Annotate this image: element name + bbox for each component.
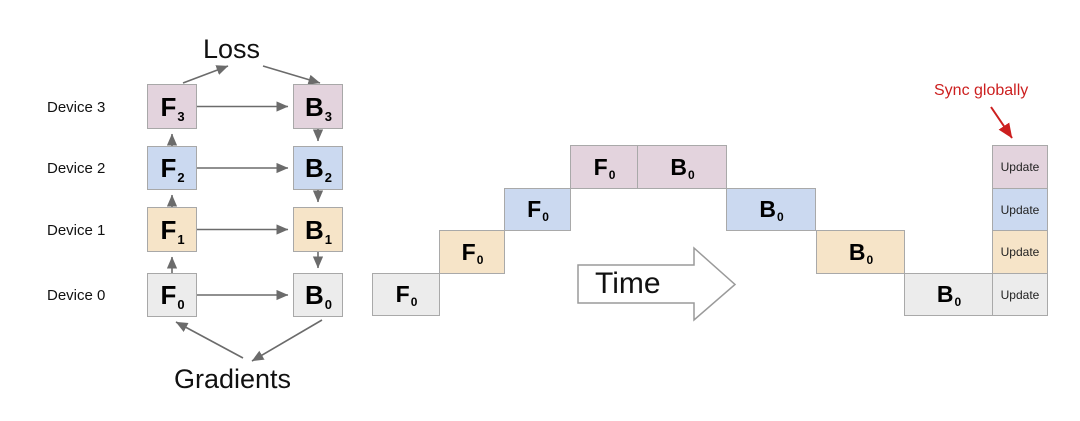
timeline-forward-device3-label: F0 <box>593 153 616 182</box>
timeline-update-device2[interactable]: Update <box>992 188 1048 231</box>
timeline-backward-device2[interactable]: B0 <box>726 188 816 231</box>
graph-node-f0-label: F0 <box>160 280 185 312</box>
timeline-backward-device3[interactable]: B0 <box>637 145 727 189</box>
graph-node-b1-label: B1 <box>304 214 332 247</box>
timeline-forward-device1-label: F0 <box>461 238 484 267</box>
device-label-3: Device 3 <box>47 99 106 116</box>
device-label-2: Device 2 <box>47 160 106 177</box>
graph-node-b2[interactable]: B2 <box>293 146 343 190</box>
graph-node-f3-label: F3 <box>160 91 185 124</box>
timeline-forward-device2-label: F0 <box>527 196 549 224</box>
timeline-forward-device0-label: F0 <box>395 281 418 309</box>
time-arrow-shape <box>577 246 737 322</box>
timeline-backward-device0[interactable]: B0 <box>904 273 993 316</box>
graph-node-f3[interactable]: F3 <box>147 84 197 129</box>
graph-node-b2-label: B2 <box>304 153 332 185</box>
timeline-backward-device2-label: B0 <box>759 196 784 224</box>
graph-node-b0-label: B0 <box>304 280 332 312</box>
timeline-update-device1-label: Update <box>1000 245 1040 259</box>
graph-node-f2-label: F2 <box>160 153 185 185</box>
graph-node-f1-label: F1 <box>160 214 185 247</box>
loss-label: Loss <box>203 34 261 64</box>
gradients-label: Gradients <box>174 364 292 394</box>
graph-node-b3-label: B3 <box>304 91 332 124</box>
graph-node-b1[interactable]: B1 <box>293 207 343 252</box>
timeline-update-device0-label: Update <box>1000 287 1040 302</box>
timeline-backward-device1-label: B0 <box>848 238 874 267</box>
graph-node-b3[interactable]: B3 <box>293 84 343 129</box>
timeline-forward-device2[interactable]: F0 <box>504 188 571 231</box>
sync-globally-label: Sync globally <box>934 82 1029 99</box>
timeline-backward-device3-label: B0 <box>670 153 695 182</box>
timeline-update-device0[interactable]: Update <box>992 273 1048 316</box>
timeline-update-device2-label: Update <box>1000 202 1040 217</box>
device-label-1: Device 1 <box>47 222 106 239</box>
graph-node-f2[interactable]: F2 <box>147 146 197 190</box>
timeline-update-device3[interactable]: Update <box>992 145 1048 189</box>
graph-node-f1[interactable]: F1 <box>147 207 197 252</box>
timeline-forward-device0[interactable]: F0 <box>372 273 440 316</box>
graph-node-b0[interactable]: B0 <box>293 273 343 317</box>
timeline-update-device3-label: Update <box>1000 160 1040 174</box>
device-label-0: Device 0 <box>47 287 106 304</box>
timeline-backward-device1[interactable]: B0 <box>816 230 905 274</box>
graph-node-f0[interactable]: F0 <box>147 273 197 317</box>
timeline-forward-device1[interactable]: F0 <box>439 230 505 274</box>
time-label: Time <box>595 267 661 300</box>
timeline-forward-device3[interactable]: F0 <box>570 145 638 189</box>
timeline-backward-device0-label: B0 <box>936 281 962 309</box>
timeline-update-device1[interactable]: Update <box>992 230 1048 274</box>
